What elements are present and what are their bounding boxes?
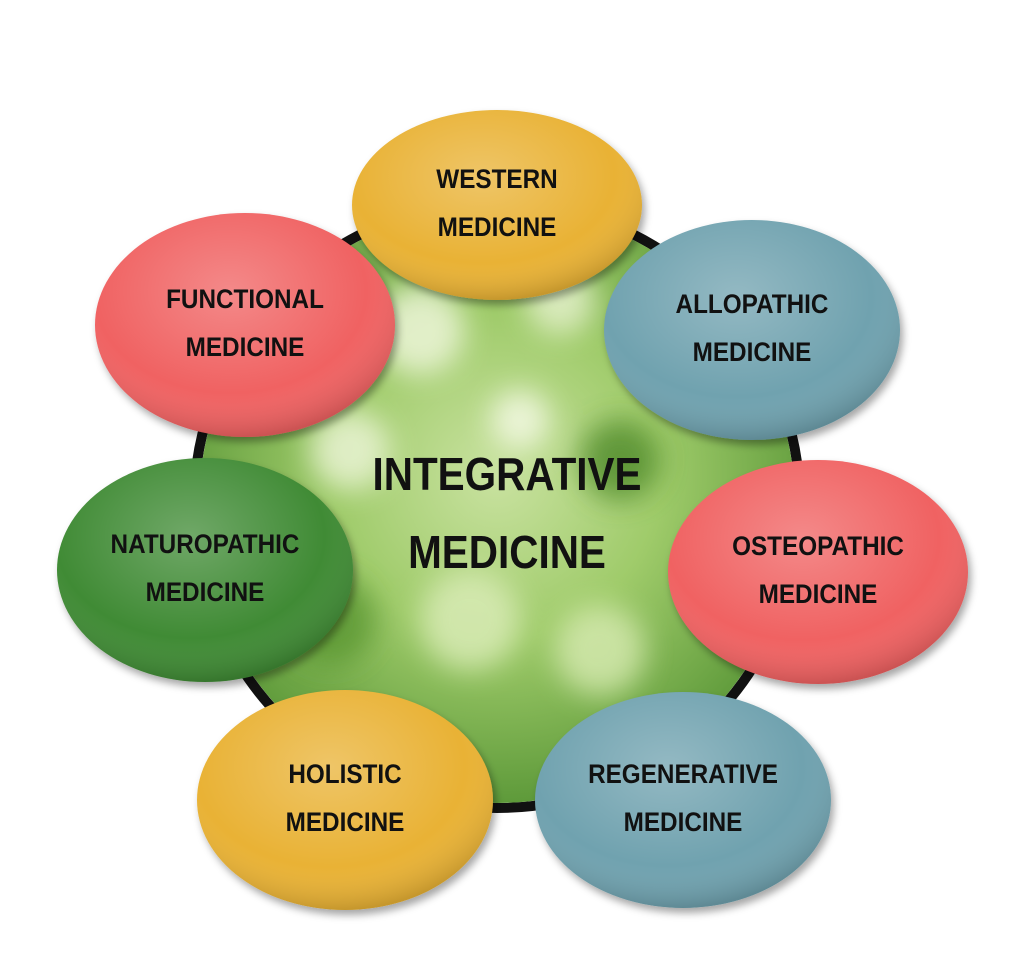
node-label-line1: ALLOPATHIC	[676, 290, 829, 319]
node-shine	[535, 692, 831, 908]
node-label-line2: MEDICINE	[146, 578, 265, 607]
node-holistic-medicine: HOLISTIC MEDICINE	[197, 690, 493, 910]
center-title-line2: MEDICINE	[408, 528, 606, 579]
node-regenerative-medicine: REGENERATIVE MEDICINE	[535, 692, 831, 908]
node-label-line2: MEDICINE	[286, 808, 405, 837]
node-shine	[197, 690, 493, 910]
center-title-line1: INTEGRATIVE	[372, 450, 641, 501]
node-osteopathic-medicine: OSTEOPATHIC MEDICINE	[668, 460, 968, 684]
node-western-medicine: WESTERN MEDICINE	[352, 110, 642, 300]
node-label-line1: FUNCTIONAL	[166, 285, 324, 314]
node-label-line1: OSTEOPATHIC	[732, 532, 904, 561]
node-label-line2: MEDICINE	[624, 808, 743, 837]
node-shine	[95, 213, 395, 437]
node-shine	[604, 220, 900, 440]
node-shine	[57, 458, 353, 682]
node-shine	[352, 110, 642, 300]
node-label-line1: HOLISTIC	[288, 760, 401, 789]
node-label-line1: REGENERATIVE	[588, 760, 778, 789]
node-label-line1: WESTERN	[436, 165, 557, 194]
node-shine	[668, 460, 968, 684]
node-naturopathic-medicine: NATUROPATHIC MEDICINE	[57, 458, 353, 682]
node-label-line2: MEDICINE	[759, 580, 878, 609]
node-functional-medicine: FUNCTIONAL MEDICINE	[95, 213, 395, 437]
node-label-line2: MEDICINE	[693, 338, 812, 367]
node-allopathic-medicine: ALLOPATHIC MEDICINE	[604, 220, 900, 440]
node-label-line1: NATUROPATHIC	[111, 530, 300, 559]
node-label-line2: MEDICINE	[186, 333, 305, 362]
node-label-line2: MEDICINE	[438, 213, 557, 242]
